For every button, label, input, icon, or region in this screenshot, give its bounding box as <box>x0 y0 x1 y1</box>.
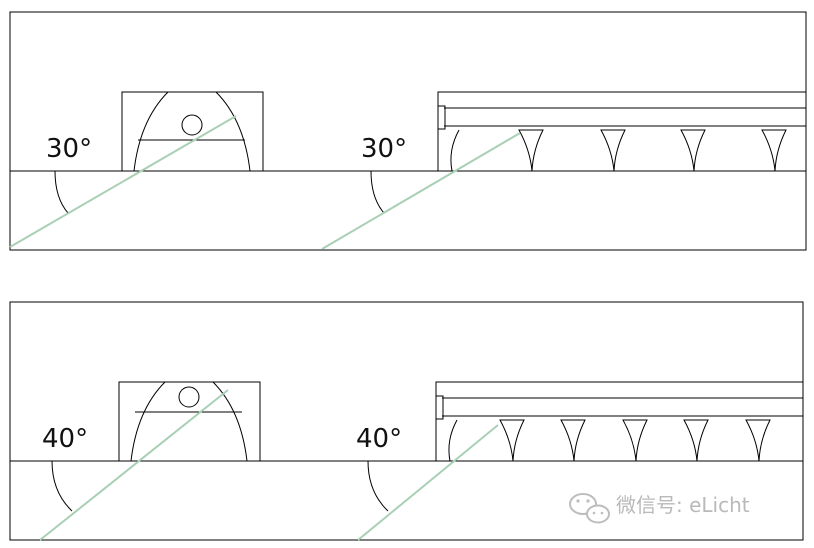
angle-label-right: 30° <box>361 134 407 164</box>
lamp-circle <box>178 386 200 408</box>
watermark: 微信号: eLicht <box>569 493 750 524</box>
grille-housing <box>435 381 803 461</box>
lamp-circle <box>181 114 203 136</box>
grille-blade <box>560 419 586 462</box>
downlight-fixture <box>121 91 264 172</box>
angle-label-right: 40° <box>356 424 402 454</box>
angle-arc-left <box>54 170 69 214</box>
reflector-right-curve <box>215 91 251 172</box>
fixture-housing <box>118 381 261 462</box>
grille-blade <box>622 419 648 462</box>
angle-label-left: 30° <box>46 134 92 164</box>
grille-end-cap <box>435 395 444 420</box>
grille-partial-blade <box>448 419 458 462</box>
reflector-left-curve <box>130 381 166 462</box>
fixture-housing <box>121 91 264 172</box>
downlight-fixture <box>118 381 261 462</box>
panel-frame <box>9 301 804 541</box>
linear-grille-fixture <box>435 381 803 462</box>
panel-frame <box>9 11 807 251</box>
grille-housing <box>437 91 806 171</box>
linear-grille-fixture <box>437 91 806 172</box>
panel-bottom: 40° 40° <box>9 301 804 541</box>
grille-partial-blade <box>450 129 460 172</box>
grille-blade <box>600 129 626 172</box>
reflector-right-curve <box>212 381 248 462</box>
grille-blade <box>680 129 706 172</box>
light-ray-right <box>357 424 499 541</box>
grille-blade <box>683 419 709 462</box>
angle-label-left: 40° <box>42 424 88 454</box>
watermark-text: 微信号: eLicht <box>616 493 750 517</box>
angle-arc-right <box>370 170 385 214</box>
grille-end-cap <box>437 105 446 130</box>
grille-blade <box>518 129 544 172</box>
wechat-icon <box>569 493 610 524</box>
light-ray-left <box>9 115 237 248</box>
grille-blade <box>745 419 771 462</box>
grille-blade <box>499 419 525 462</box>
angle-arc-right <box>367 460 389 512</box>
grille-blade <box>761 129 787 172</box>
light-ray-right <box>321 132 521 250</box>
light-ray-left <box>39 389 229 541</box>
panel-top: 30° 30° <box>9 11 807 251</box>
angle-arc-left <box>51 460 73 512</box>
reflector-left-curve <box>133 91 169 172</box>
